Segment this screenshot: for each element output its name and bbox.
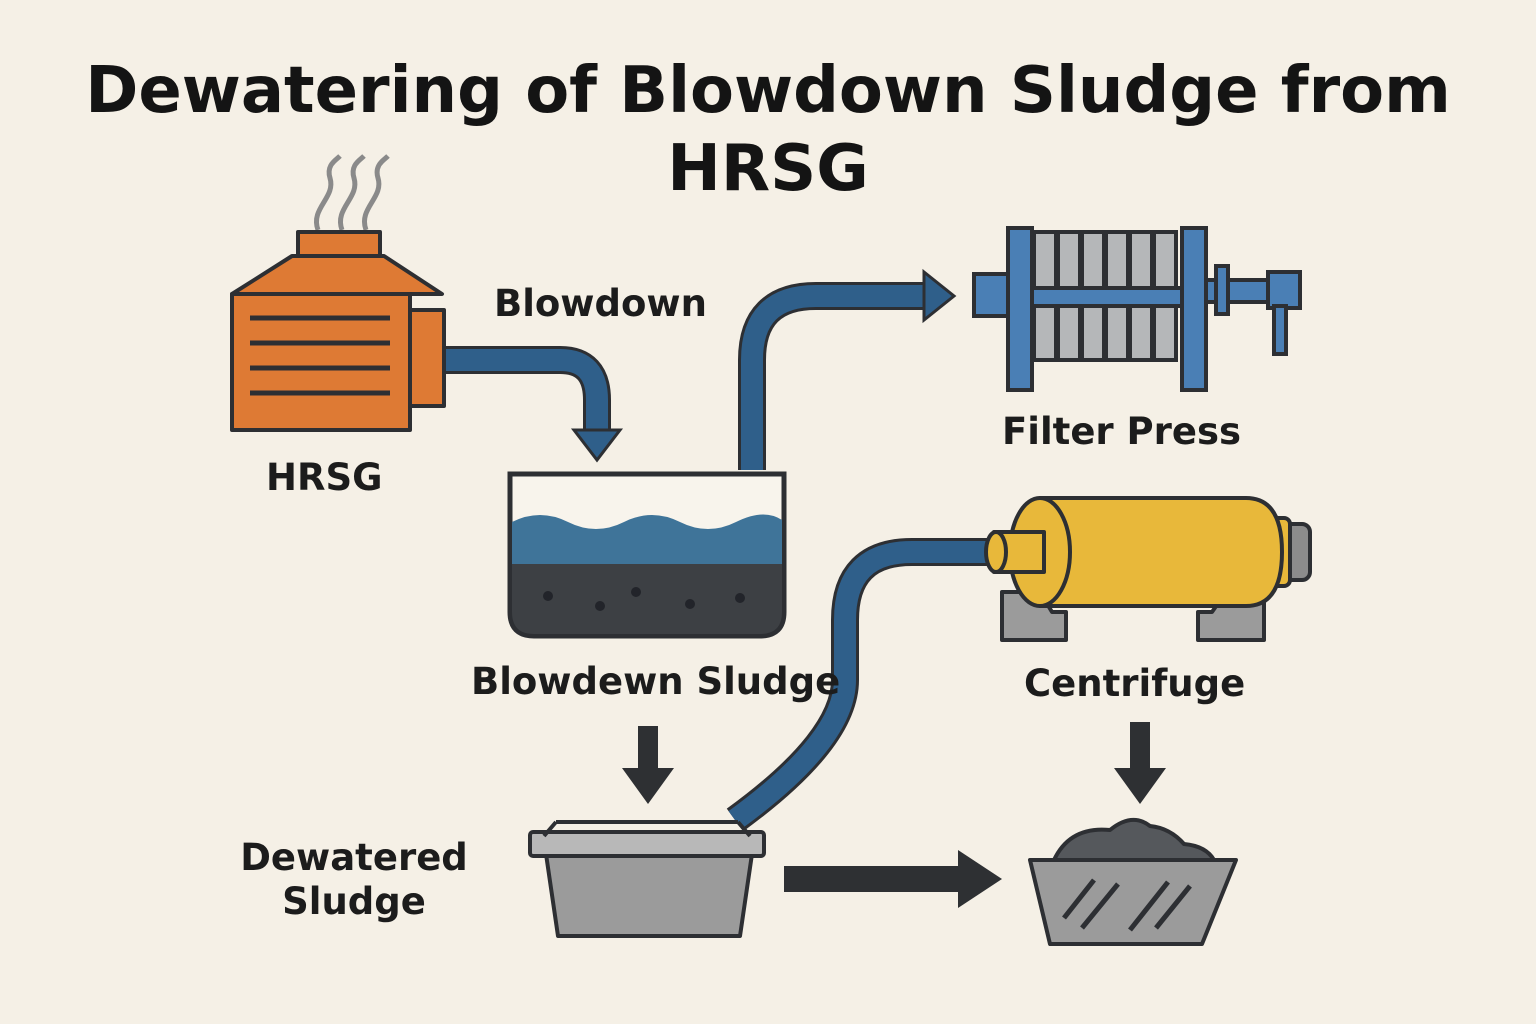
filter-press-icon [972,226,1302,392]
label-blowdown: Blowdown [494,282,707,325]
title-line-1: Dewatering of Blowdown Sludge from [85,54,1451,128]
centrifuge-icon [984,496,1312,642]
label-filter-press: Filter Press [1002,410,1242,453]
settling-tank-icon [507,471,787,639]
blowdown-arrowhead [570,428,624,463]
sludge-cake-container-icon [1028,818,1238,946]
label-dewatered-sludge: Dewatered Sludge [234,836,474,924]
label-dewatered-line-2: Sludge [282,880,426,923]
sludge-bin-icon [528,820,766,938]
pipes [440,282,995,832]
flow-arrows [622,722,1166,908]
label-blowdown-sludge: Blowdewn Sludge [471,660,841,703]
diagram-title: Dewatering of Blowdown Sludge from HRSG [0,52,1536,208]
centrifuge-feed-pipe [726,538,995,832]
label-dewatered-line-1: Dewatered [240,836,468,879]
down-arrow-centrifuge [1114,722,1166,804]
filter-press-feed-pipe [738,282,930,470]
label-hrsg: HRSG [266,456,383,499]
blowdown-pipe [440,346,611,432]
hrsg-boiler-icon [230,154,446,432]
right-arrow-bin [784,850,1002,908]
label-centrifuge: Centrifuge [1024,662,1246,705]
filter-press-arrowhead [922,268,957,324]
title-line-2: HRSG [667,132,869,206]
down-arrow-tank [622,726,674,804]
